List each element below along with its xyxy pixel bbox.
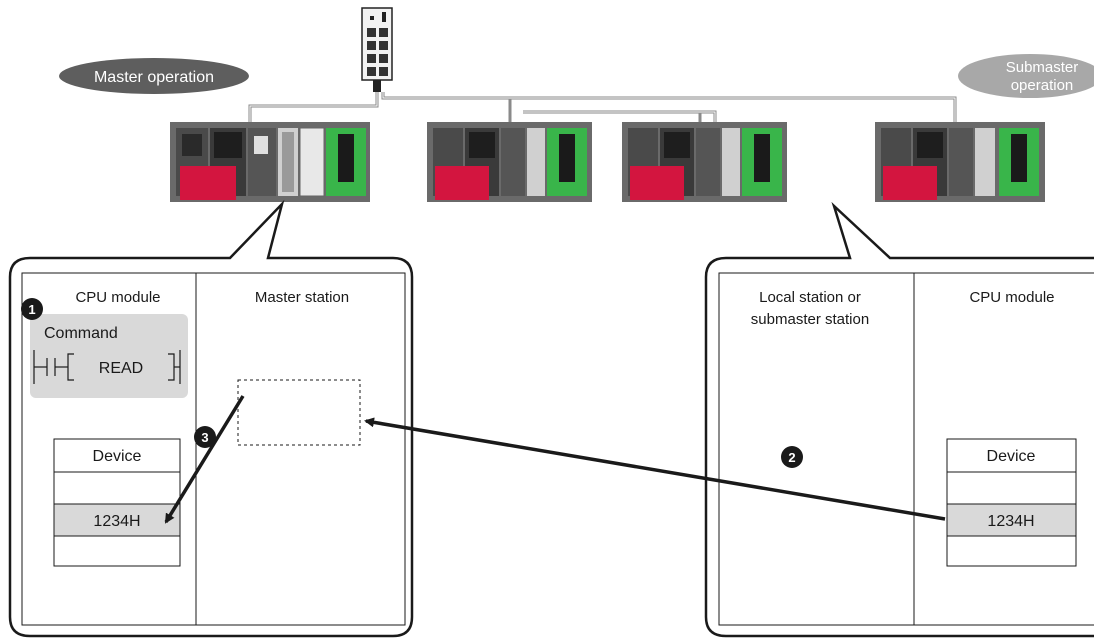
local-station-title-line2: submaster station [751, 311, 869, 328]
master-operation-label: Master operation [59, 58, 249, 94]
submaster-operation-text-1: Submaster [1006, 59, 1079, 76]
data-transfer-arrow [364, 417, 946, 521]
command-block [30, 314, 188, 398]
plc-master-station-icon [170, 122, 370, 202]
right-device-value: 1234H [987, 513, 1034, 530]
plc-submaster-station-icon [875, 122, 1045, 202]
master-station-buffer [237, 379, 361, 446]
left-device-header: Device [93, 448, 142, 465]
master-operation-text: Master operation [94, 69, 214, 86]
switching-hub-icon [361, 7, 393, 92]
submaster-operation-label: Submaster operation [958, 54, 1094, 98]
left-device-table: Device 1234H [53, 438, 181, 567]
data-store-arrow [164, 395, 245, 524]
left-cpu-module-title: CPU module [75, 289, 160, 306]
local-station-title-line1: Local station or [759, 289, 861, 306]
svg-text:1: 1 [28, 302, 35, 317]
submaster-operation-text-2: operation [1011, 77, 1074, 94]
right-device-table: Device 1234H [946, 438, 1077, 567]
read-instruction-text: READ [99, 360, 143, 377]
plc-local-station-1-icon [427, 122, 592, 202]
plc-local-station-2-icon [622, 122, 787, 202]
left-callout-panel: CPU module Master station Command READ D… [8, 199, 414, 638]
left-device-value: 1234H [93, 513, 140, 530]
step-2-marker: 2 [781, 446, 803, 468]
step-3-marker: 3 [194, 426, 216, 448]
command-label: Command [44, 325, 118, 342]
svg-text:2: 2 [788, 450, 795, 465]
master-station-title: Master station [255, 289, 349, 306]
right-device-header: Device [987, 448, 1036, 465]
right-callout-panel: Local station or submaster station CPU m… [704, 201, 1094, 638]
svg-text:3: 3 [201, 430, 208, 445]
step-1-marker: 1 [21, 298, 43, 320]
right-cpu-module-title: CPU module [969, 289, 1054, 306]
read-instruction-ladder [33, 350, 181, 384]
